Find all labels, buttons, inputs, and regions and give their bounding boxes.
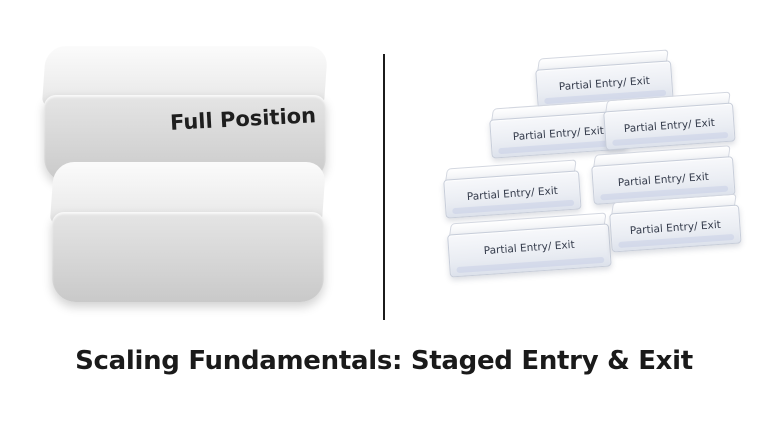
diagram-caption: Scaling Fundamentals: Staged Entry & Exi… [75, 346, 693, 376]
partial-brick: Partial Entry/ Exit [442, 159, 582, 219]
lower-block [49, 162, 327, 302]
partial-brick: Partial Entry/ Exit [602, 91, 736, 151]
block-front-face [52, 212, 324, 302]
partial-brick: Partial Entry/ Exit [446, 212, 612, 278]
divider-line [383, 54, 385, 320]
partial-brick: Partial Entry/ Exit [608, 193, 742, 253]
